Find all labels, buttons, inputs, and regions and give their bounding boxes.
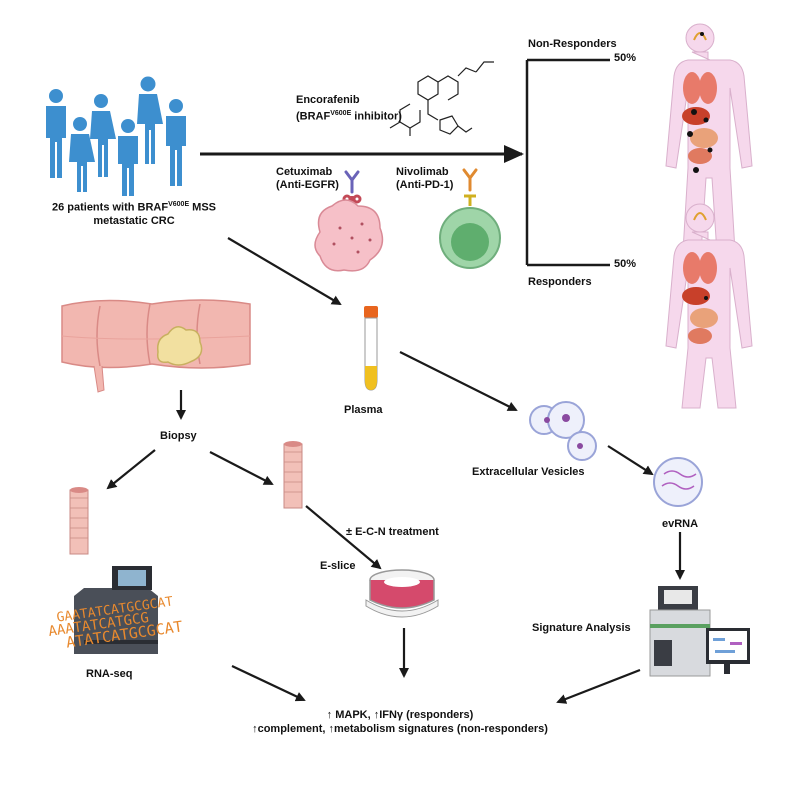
cohort-text-3: metastatic CRC	[93, 214, 175, 227]
encorafenib-name: Encorafenib	[296, 94, 360, 106]
nivolumab-label: Nivolimab (Anti-PD-1)	[396, 166, 453, 192]
cetuximab-name: Cetuximab	[276, 166, 333, 178]
signature-analysis-instrument-icon	[649, 586, 750, 677]
plasma-label: Plasma	[344, 404, 383, 416]
t-cell-icon	[439, 207, 501, 269]
conclusion-text: ↑ MAPK, ↑IFNγ (responders) ↑complement, …	[200, 708, 600, 736]
nonresponder-body-icon	[665, 23, 753, 269]
responders-percent: 50%	[614, 258, 637, 270]
tissue-core-icon	[69, 487, 89, 555]
cohort-text-1: 26 patients with BRAF	[51, 201, 169, 214]
nivolumab-antibody-icon	[462, 168, 478, 192]
workflow-arrows	[106, 237, 685, 704]
cetuximab-label: Cetuximab (Anti-EGFR)	[276, 166, 339, 192]
extracellular-vesicles-label: Extracellular Vesicles	[472, 466, 585, 478]
cohort-text-2: MSS	[189, 201, 217, 214]
cohort-mutation-sup: V600E	[168, 201, 190, 208]
e-slice-dish-icon	[365, 569, 439, 618]
outcome-bracket	[525, 58, 610, 267]
encorafenib-label: Encorafenib (BRAFV600E inhibitor)	[296, 94, 402, 124]
conclusion-line-1: ↑ MAPK, ↑IFNγ (responders)	[326, 709, 474, 721]
nonresponders-label: Non-Responders	[528, 38, 617, 50]
signature-analysis-label: Signature Analysis	[532, 622, 631, 634]
patient-group-icon	[46, 76, 186, 196]
evrna-label: evRNA	[662, 518, 699, 530]
tissue-core-icon-2	[283, 441, 303, 509]
tumor-cell-icon	[314, 199, 384, 272]
e-slice-label: E-slice	[320, 560, 356, 572]
responders-label: Responders	[528, 276, 592, 288]
cohort-label: 26 patients with BRAFV600E MSS metastati…	[44, 198, 224, 228]
cetuximab-antibody-icon	[344, 170, 360, 194]
sequencer-icon	[74, 566, 158, 654]
pd1-receptor-icon	[464, 194, 476, 206]
encorafenib-structure-icon	[389, 61, 494, 136]
encorafenib-mutation-sup: V600E	[330, 110, 352, 117]
nivolumab-name: Nivolimab	[396, 166, 449, 178]
rna-seq-label: RNA-seq	[86, 668, 133, 680]
conclusion-line-2: ↑complement, ↑metabolism signatures (non…	[252, 723, 548, 735]
evrna-icon	[653, 457, 703, 507]
responder-body-icon	[665, 203, 753, 409]
treatment-label: ± E-C-N treatment	[346, 526, 439, 538]
nonresponders-percent: 50%	[614, 52, 637, 64]
plasma-tube-icon	[364, 306, 378, 391]
cetuximab-target: (Anti-EGFR)	[276, 179, 339, 191]
biopsy-label: Biopsy	[160, 430, 197, 442]
encorafenib-target-1: (BRAF	[296, 110, 331, 123]
encorafenib-target-2: inhibitor)	[351, 110, 402, 123]
colon-tumor-icon	[61, 299, 251, 393]
extracellular-vesicles-icon	[529, 401, 597, 461]
nivolumab-target: (Anti-PD-1)	[396, 179, 454, 191]
